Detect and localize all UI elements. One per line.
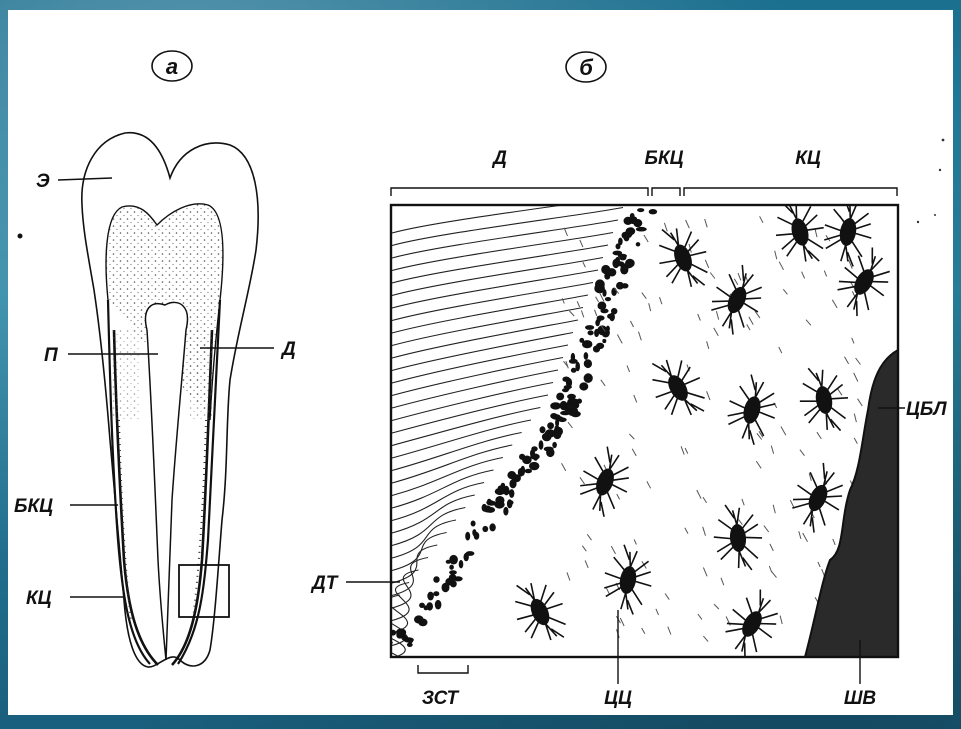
label-cementoblasts: ЦБЛ <box>906 399 948 420</box>
label-cellular-cementum-a: КЦ <box>26 588 52 609</box>
label-pulp: П <box>44 345 58 366</box>
label-enamel: Э <box>36 171 50 192</box>
bracket-granular-layer <box>418 665 468 673</box>
label-cellular-cementum-b: КЦ <box>795 148 821 169</box>
label-acellular-cementum-b: БКЦ <box>645 148 684 169</box>
panel-a-letter: а <box>166 54 178 79</box>
label-sharpey-fibers: ШВ <box>844 688 877 709</box>
label-dentinal-tubules: ДТ <box>310 573 339 594</box>
panel-b-letter: б <box>579 55 594 80</box>
histology-block-content <box>362 193 902 671</box>
pulp-outline <box>146 302 188 660</box>
bracket-dentin <box>391 188 648 196</box>
label-granular-layer: ЗСТ <box>422 688 460 709</box>
label-cementocytes: ЦЦ <box>604 688 632 709</box>
label-dentin-b: Д <box>491 148 507 169</box>
bracket-cellular-cementum <box>684 188 897 196</box>
label-acellular-cementum-a: БКЦ <box>14 496 53 517</box>
panel-a: а Э П Д БКЦ КЦ <box>14 51 296 667</box>
bracket-acellular-cementum <box>652 188 680 196</box>
label-dentin-a: Д <box>280 339 296 360</box>
